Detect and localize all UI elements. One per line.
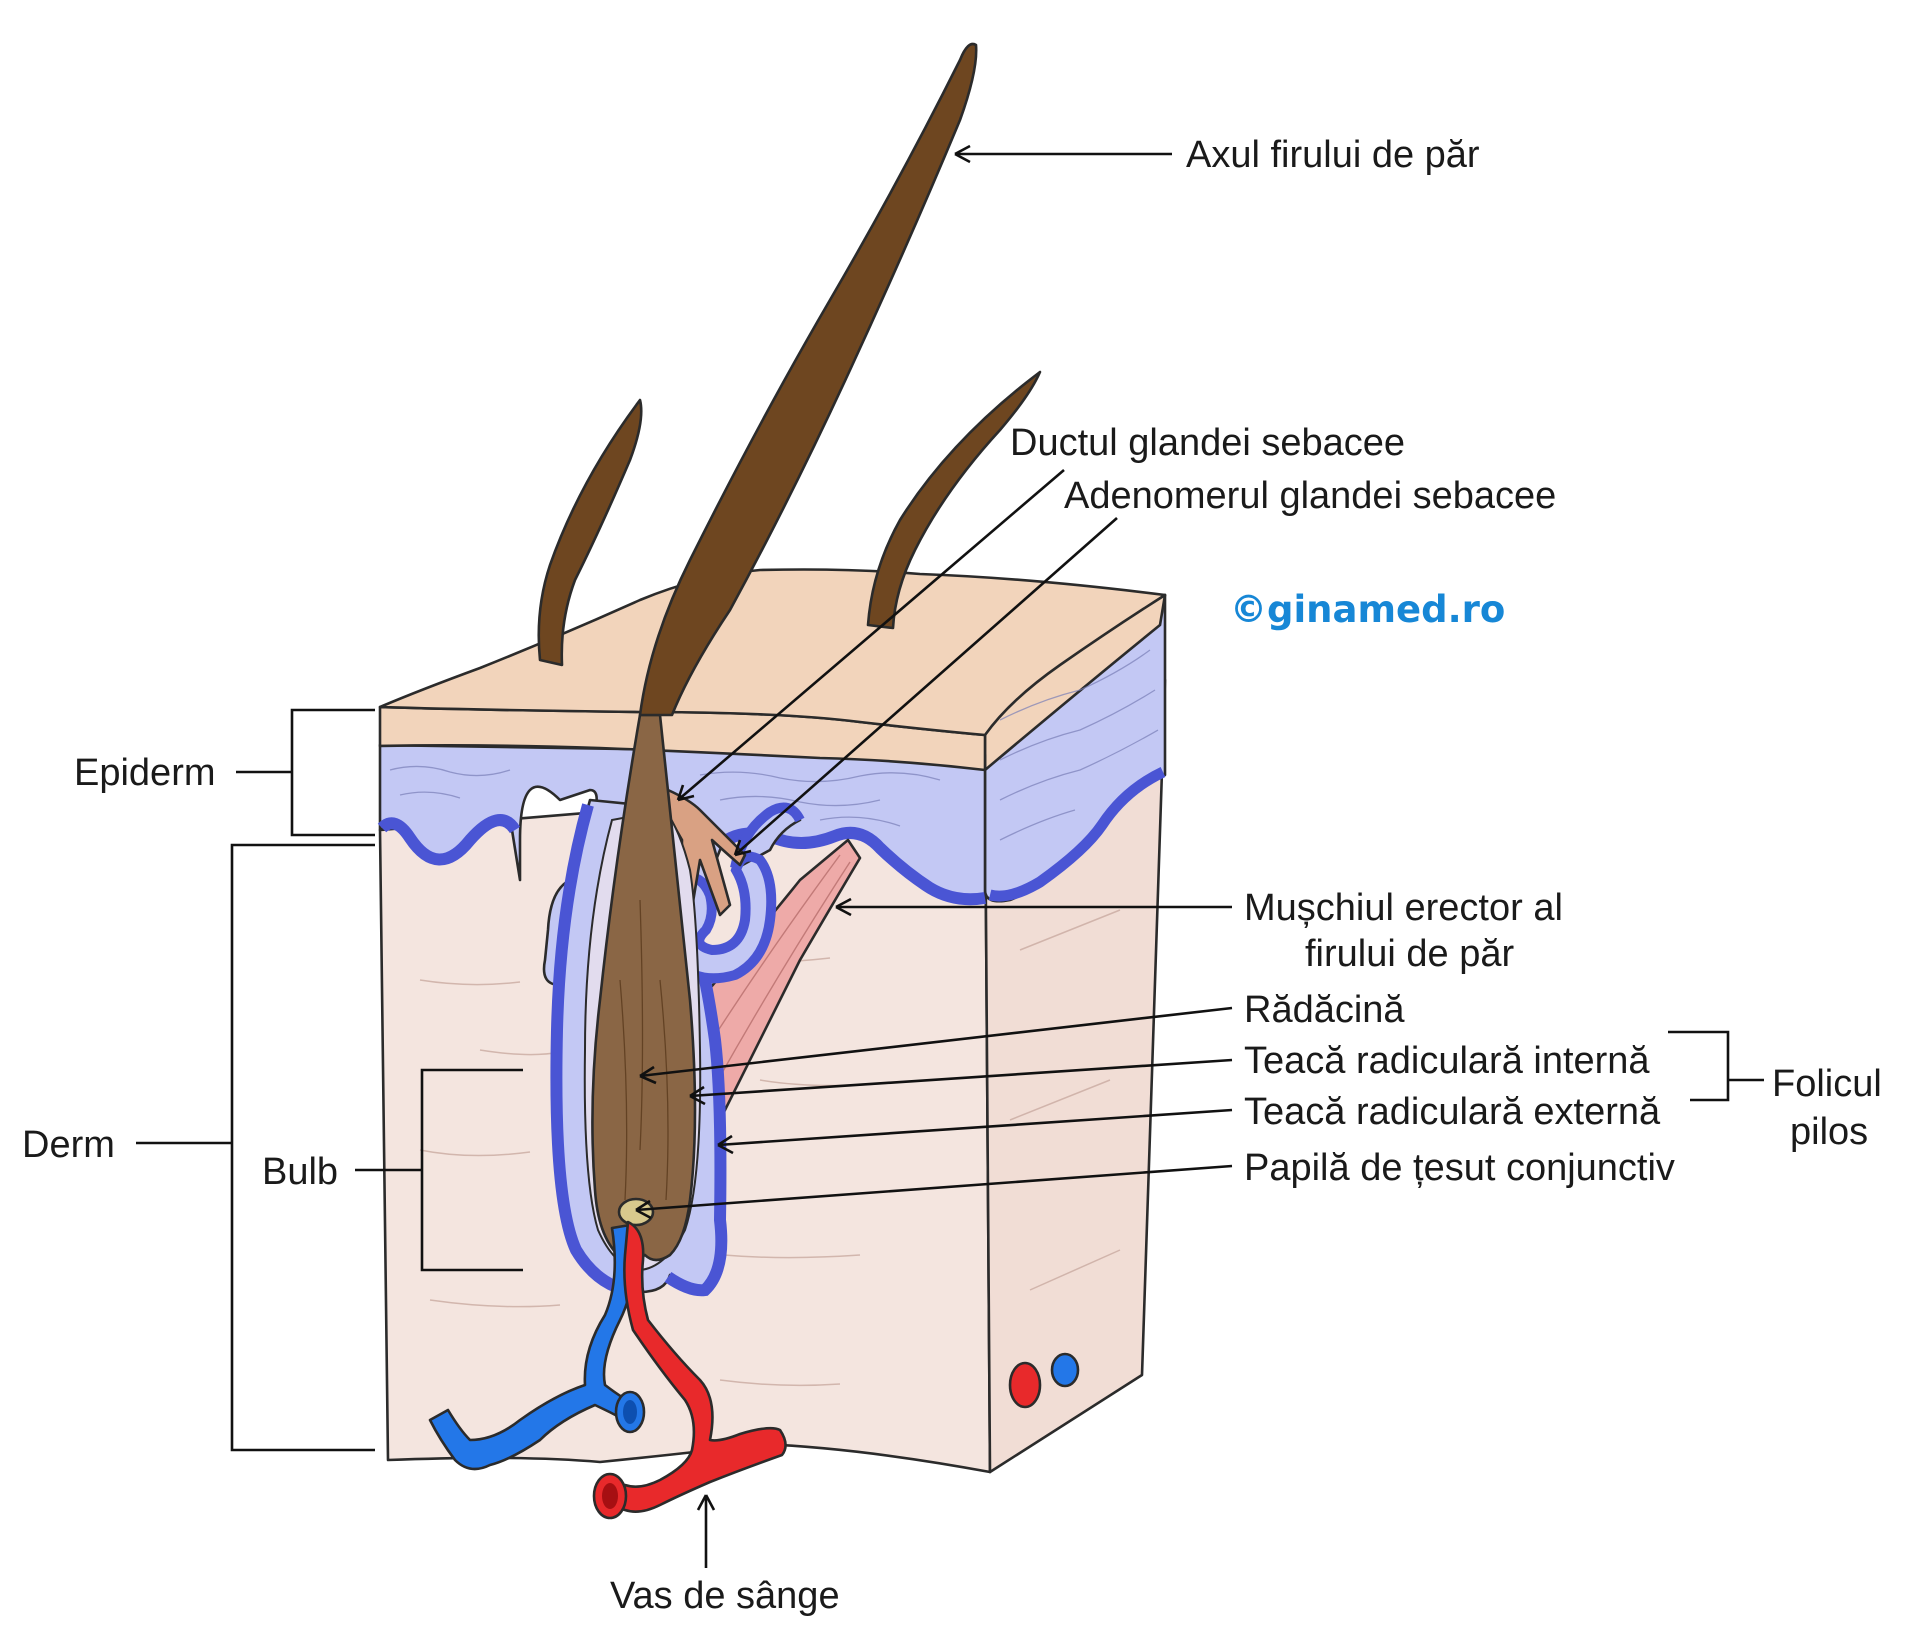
small-hair-right xyxy=(866,370,1042,630)
label-follicle-line1: Folicul xyxy=(1772,1063,1882,1105)
label-blood-vessel: Vas de sânge xyxy=(610,1575,840,1617)
label-epidermis: Epiderm xyxy=(74,752,216,794)
label-arrector-muscle-line2: firului de păr xyxy=(1305,933,1514,975)
artery xyxy=(598,1220,787,1513)
vein-cross-section xyxy=(1050,1352,1080,1388)
main-hair-shaft xyxy=(638,42,978,717)
labels: Axul firului de păr Ductul glandei sebac… xyxy=(22,134,1882,1617)
label-sebaceous-adenomere: Adenomerul glandei sebacee xyxy=(1064,475,1556,517)
label-sebaceous-duct: Ductul glandei sebacee xyxy=(1010,422,1405,464)
leader-lines xyxy=(136,144,1764,1568)
label-inner-root-sheath: Teacă radiculară internă xyxy=(1244,1040,1650,1082)
label-dermis: Derm xyxy=(22,1124,115,1166)
artery-cross-section xyxy=(1008,1361,1042,1409)
hair-root xyxy=(591,713,697,1262)
label-arrector-muscle-line1: Mușchiul erector al xyxy=(1244,887,1563,929)
watermark: ©ginamed.ro xyxy=(1230,588,1505,631)
label-root: Rădăcină xyxy=(1244,989,1405,1031)
small-hair-left xyxy=(537,398,643,667)
vein xyxy=(428,1223,635,1471)
label-hair-shaft: Axul firului de păr xyxy=(1186,134,1480,176)
skin-block xyxy=(377,568,1167,1474)
label-bulb: Bulb xyxy=(262,1151,338,1193)
label-papilla: Papilă de țesut conjunctiv xyxy=(1244,1147,1675,1189)
label-follicle-line2: pilos xyxy=(1790,1111,1868,1153)
label-outer-root-sheath: Teacă radiculară externă xyxy=(1244,1091,1661,1133)
skin-top-surface xyxy=(378,568,1167,737)
